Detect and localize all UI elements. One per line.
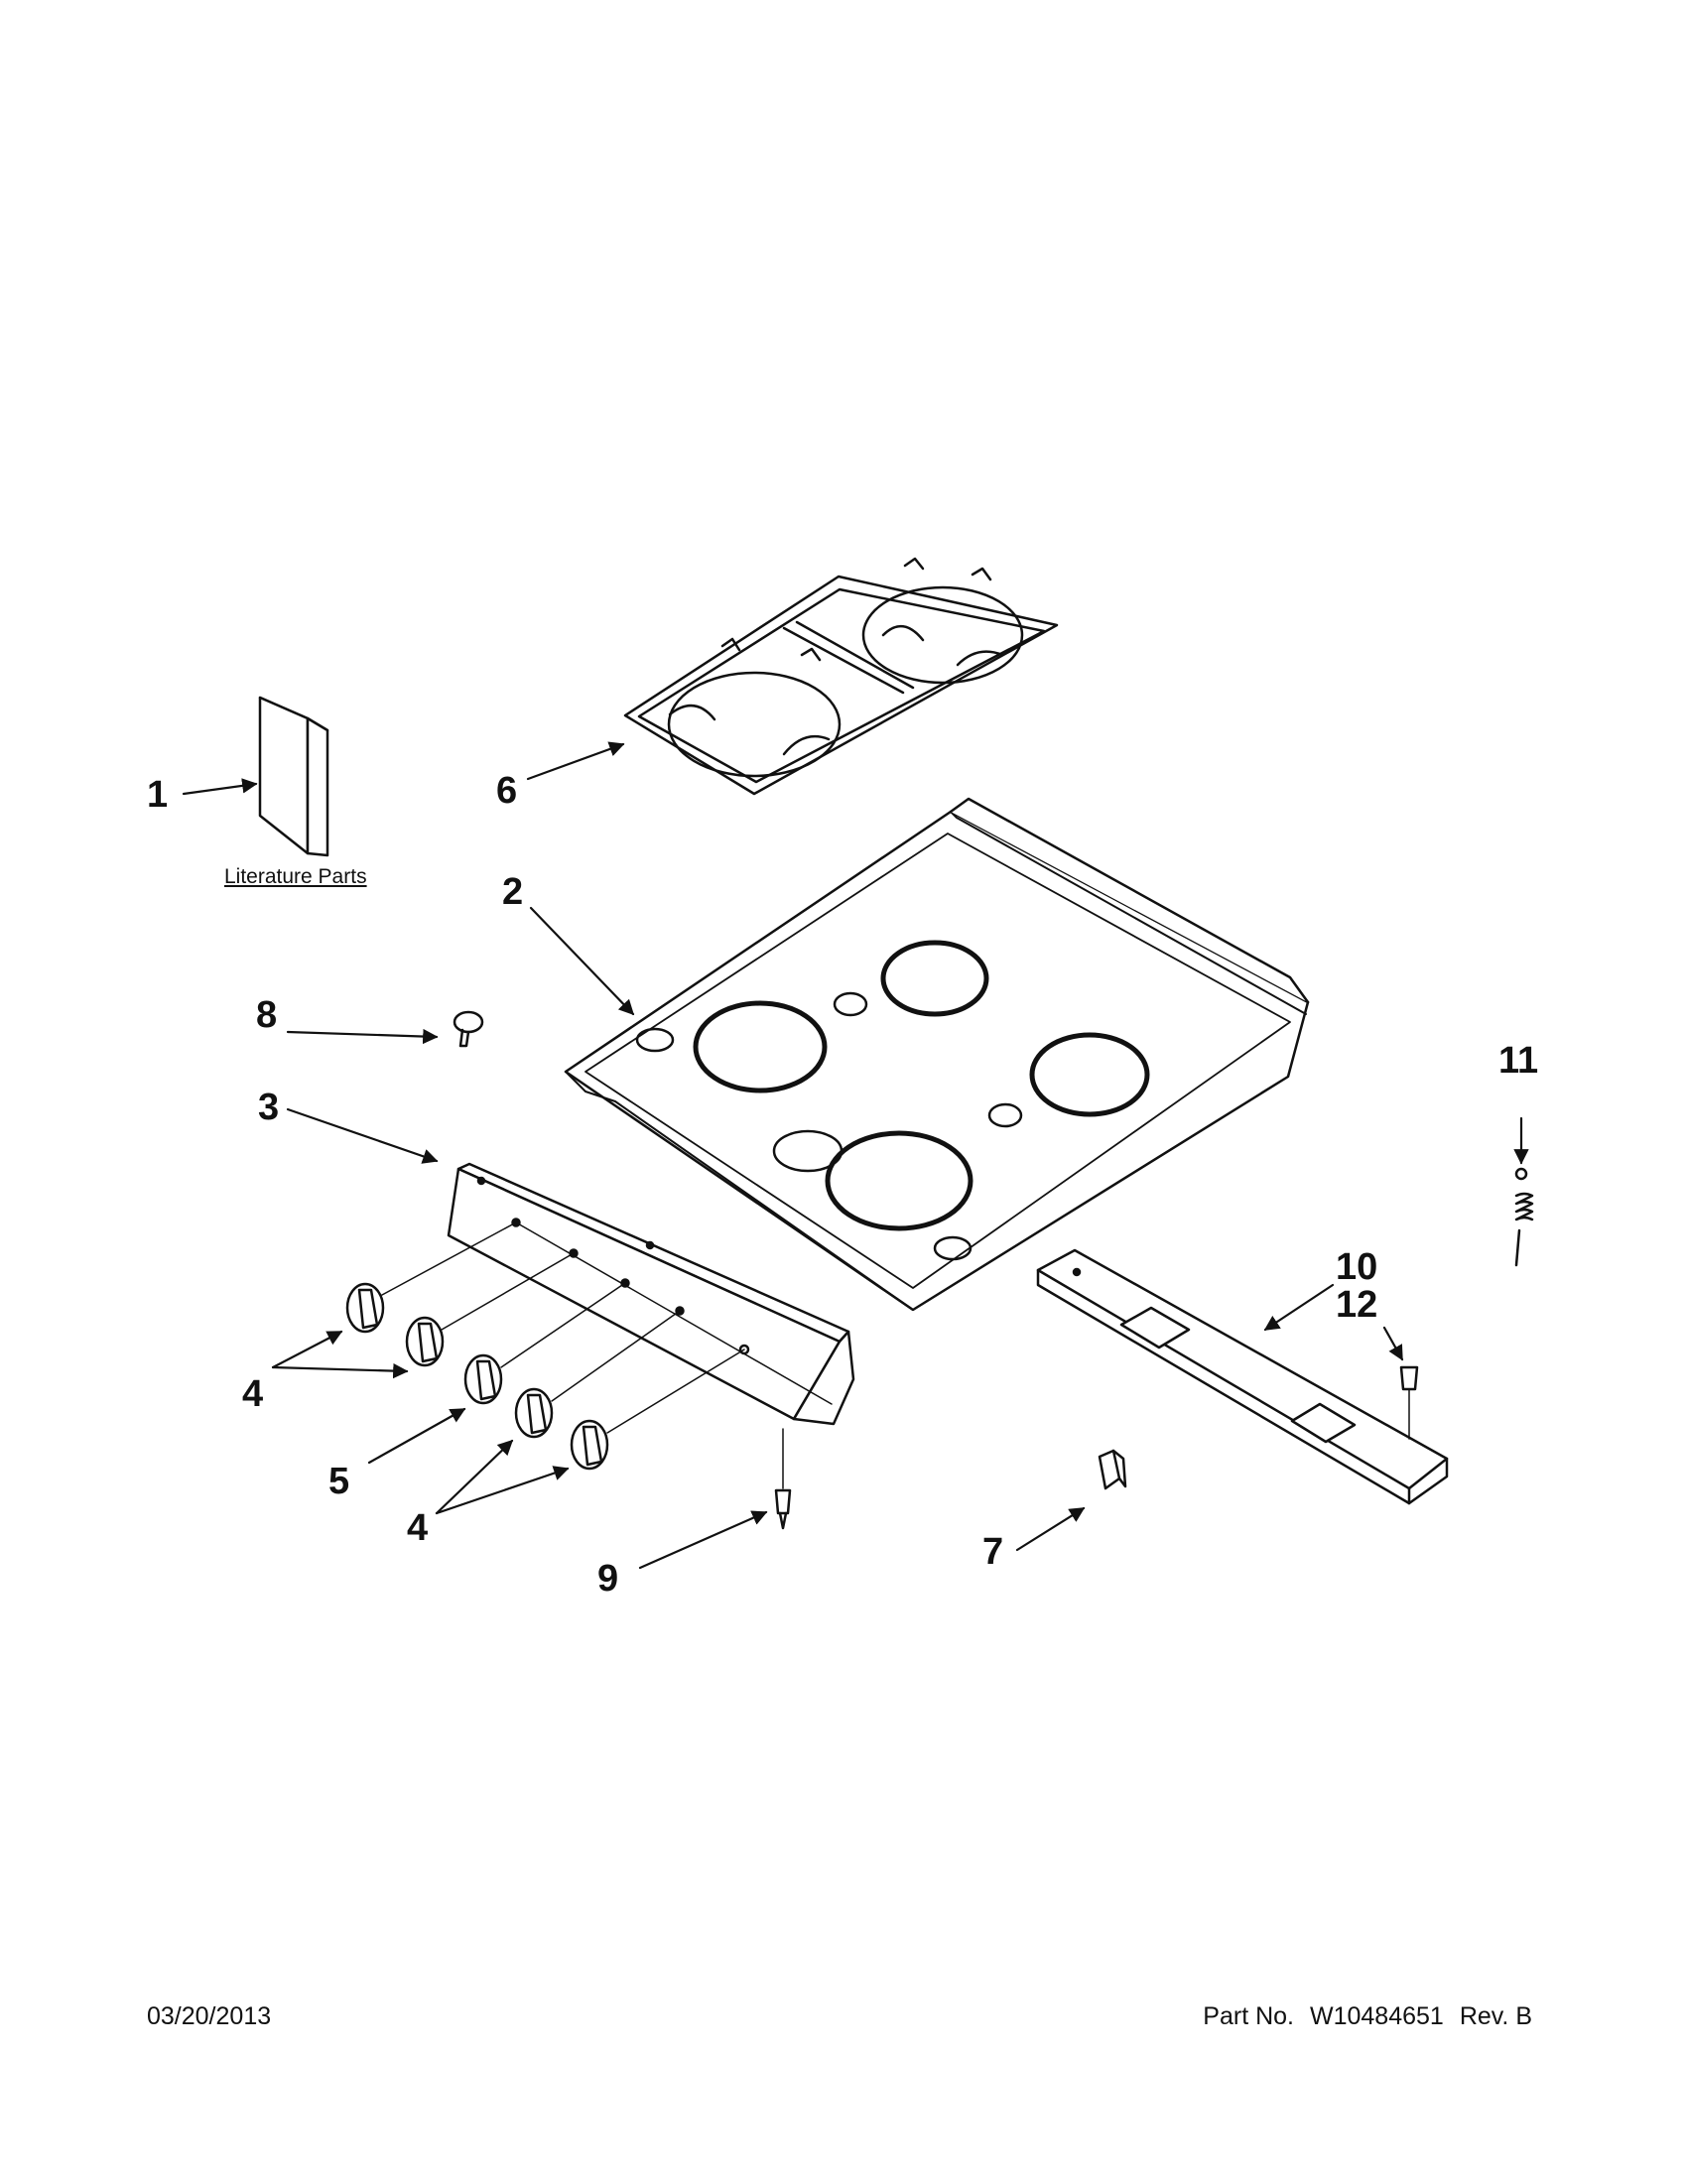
callout-8: 8 (256, 994, 278, 1036)
bumper (453, 1010, 484, 1048)
bracket-screw (1399, 1365, 1419, 1440)
callout-1: 1 (147, 774, 169, 816)
bracket (1036, 1248, 1449, 1505)
callout-10: 10 (1336, 1246, 1378, 1288)
literature-booklet (258, 696, 329, 857)
footer-part-number: Part No. W10484651 Rev. B (1203, 2002, 1532, 2031)
callout-2: 2 (502, 871, 524, 913)
revision: Rev. B (1459, 2002, 1532, 2030)
cooktop (564, 797, 1310, 1312)
clip (1098, 1449, 1127, 1490)
footer-date: 03/20/2013 (147, 2002, 272, 2030)
callout-4a: 4 (242, 1373, 264, 1415)
callout-5: 5 (328, 1461, 350, 1502)
callout-11: 11 (1498, 1040, 1539, 1082)
callout-7: 7 (982, 1531, 1004, 1573)
callout-12: 12 (1336, 1284, 1378, 1326)
spring (1514, 1167, 1534, 1267)
leader-lines (182, 741, 1529, 1570)
part-label: Part No. (1203, 2002, 1294, 2030)
callout-9: 9 (597, 1558, 619, 1600)
callout-4b: 4 (407, 1507, 429, 1549)
control-knobs (345, 1221, 833, 1471)
callout-6: 6 (496, 770, 518, 812)
screw (774, 1428, 792, 1530)
part-number: W10484651 (1310, 2002, 1444, 2030)
burner-grates (623, 557, 1059, 796)
control-panel (447, 1162, 855, 1426)
literature-parts-label: Literature Parts (224, 865, 367, 888)
callout-3: 3 (258, 1087, 280, 1128)
